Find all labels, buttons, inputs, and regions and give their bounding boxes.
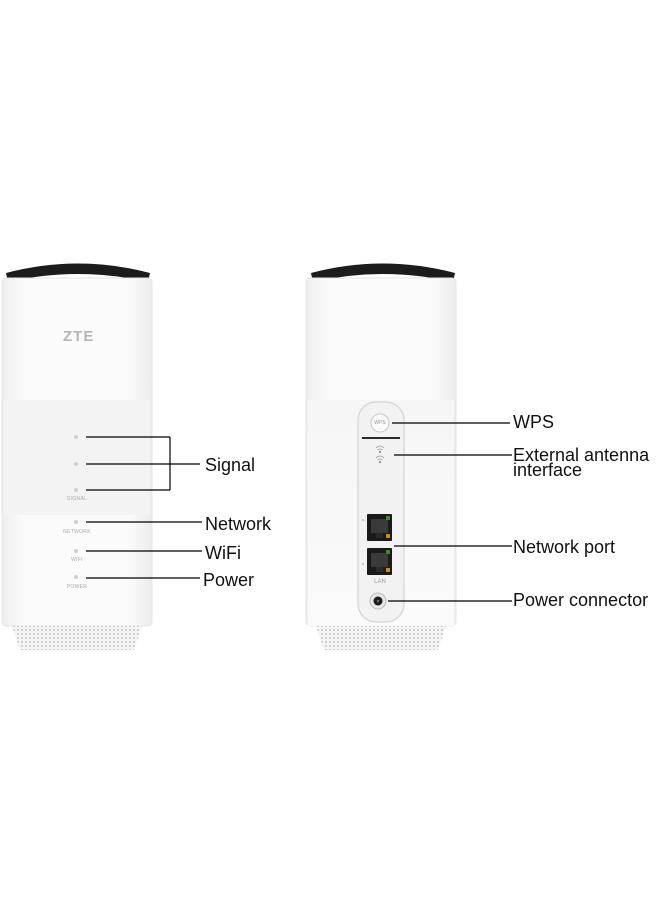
lan-ports [367, 514, 392, 575]
callout-power: Power [203, 570, 255, 590]
callout-wps: WPS [513, 412, 555, 432]
front-led-network [74, 520, 78, 524]
callout-network: Network [205, 514, 272, 534]
port-dot-1 [362, 519, 364, 521]
callout-lines [86, 422, 512, 602]
callout-network-port: Network port [513, 537, 616, 557]
back-router [305, 263, 457, 650]
callout-external-antenna-line1: External antenna [513, 445, 650, 465]
led-label-network: NETWORK [63, 529, 91, 535]
lan-text: LAN [374, 579, 386, 585]
front-led-signal-3 [74, 488, 78, 492]
front-led-signal-2 [74, 462, 78, 466]
front-panel-shade [4, 400, 150, 515]
led-label-power: POWER [66, 584, 88, 590]
front-top-grille [6, 263, 150, 282]
front-router [1, 263, 153, 650]
back-base-vents [316, 626, 446, 650]
port-dot-2 [362, 563, 364, 565]
front-led-signal-1 [74, 435, 78, 439]
callout-wifi: WiFi [205, 543, 241, 563]
wps-button-shape[interactable] [370, 413, 390, 433]
wps-button-text: WPS [374, 420, 386, 426]
callout-power-connector: Power connector [513, 590, 649, 610]
front-led-power [74, 575, 78, 579]
port-panel [357, 401, 405, 623]
front-led-wifi [74, 549, 78, 553]
led-label-signal: SIGNAL [66, 496, 88, 502]
callout-signal: Signal [205, 455, 256, 475]
front-base-vents [12, 626, 142, 650]
callout-external-antenna-line2: interface [513, 460, 583, 480]
antenna-icons [375, 445, 385, 464]
zte-logo: ZTE [63, 328, 95, 345]
back-top-grille [311, 263, 455, 282]
panel-divider [362, 437, 400, 439]
led-label-wifi: WIFI [71, 557, 83, 563]
